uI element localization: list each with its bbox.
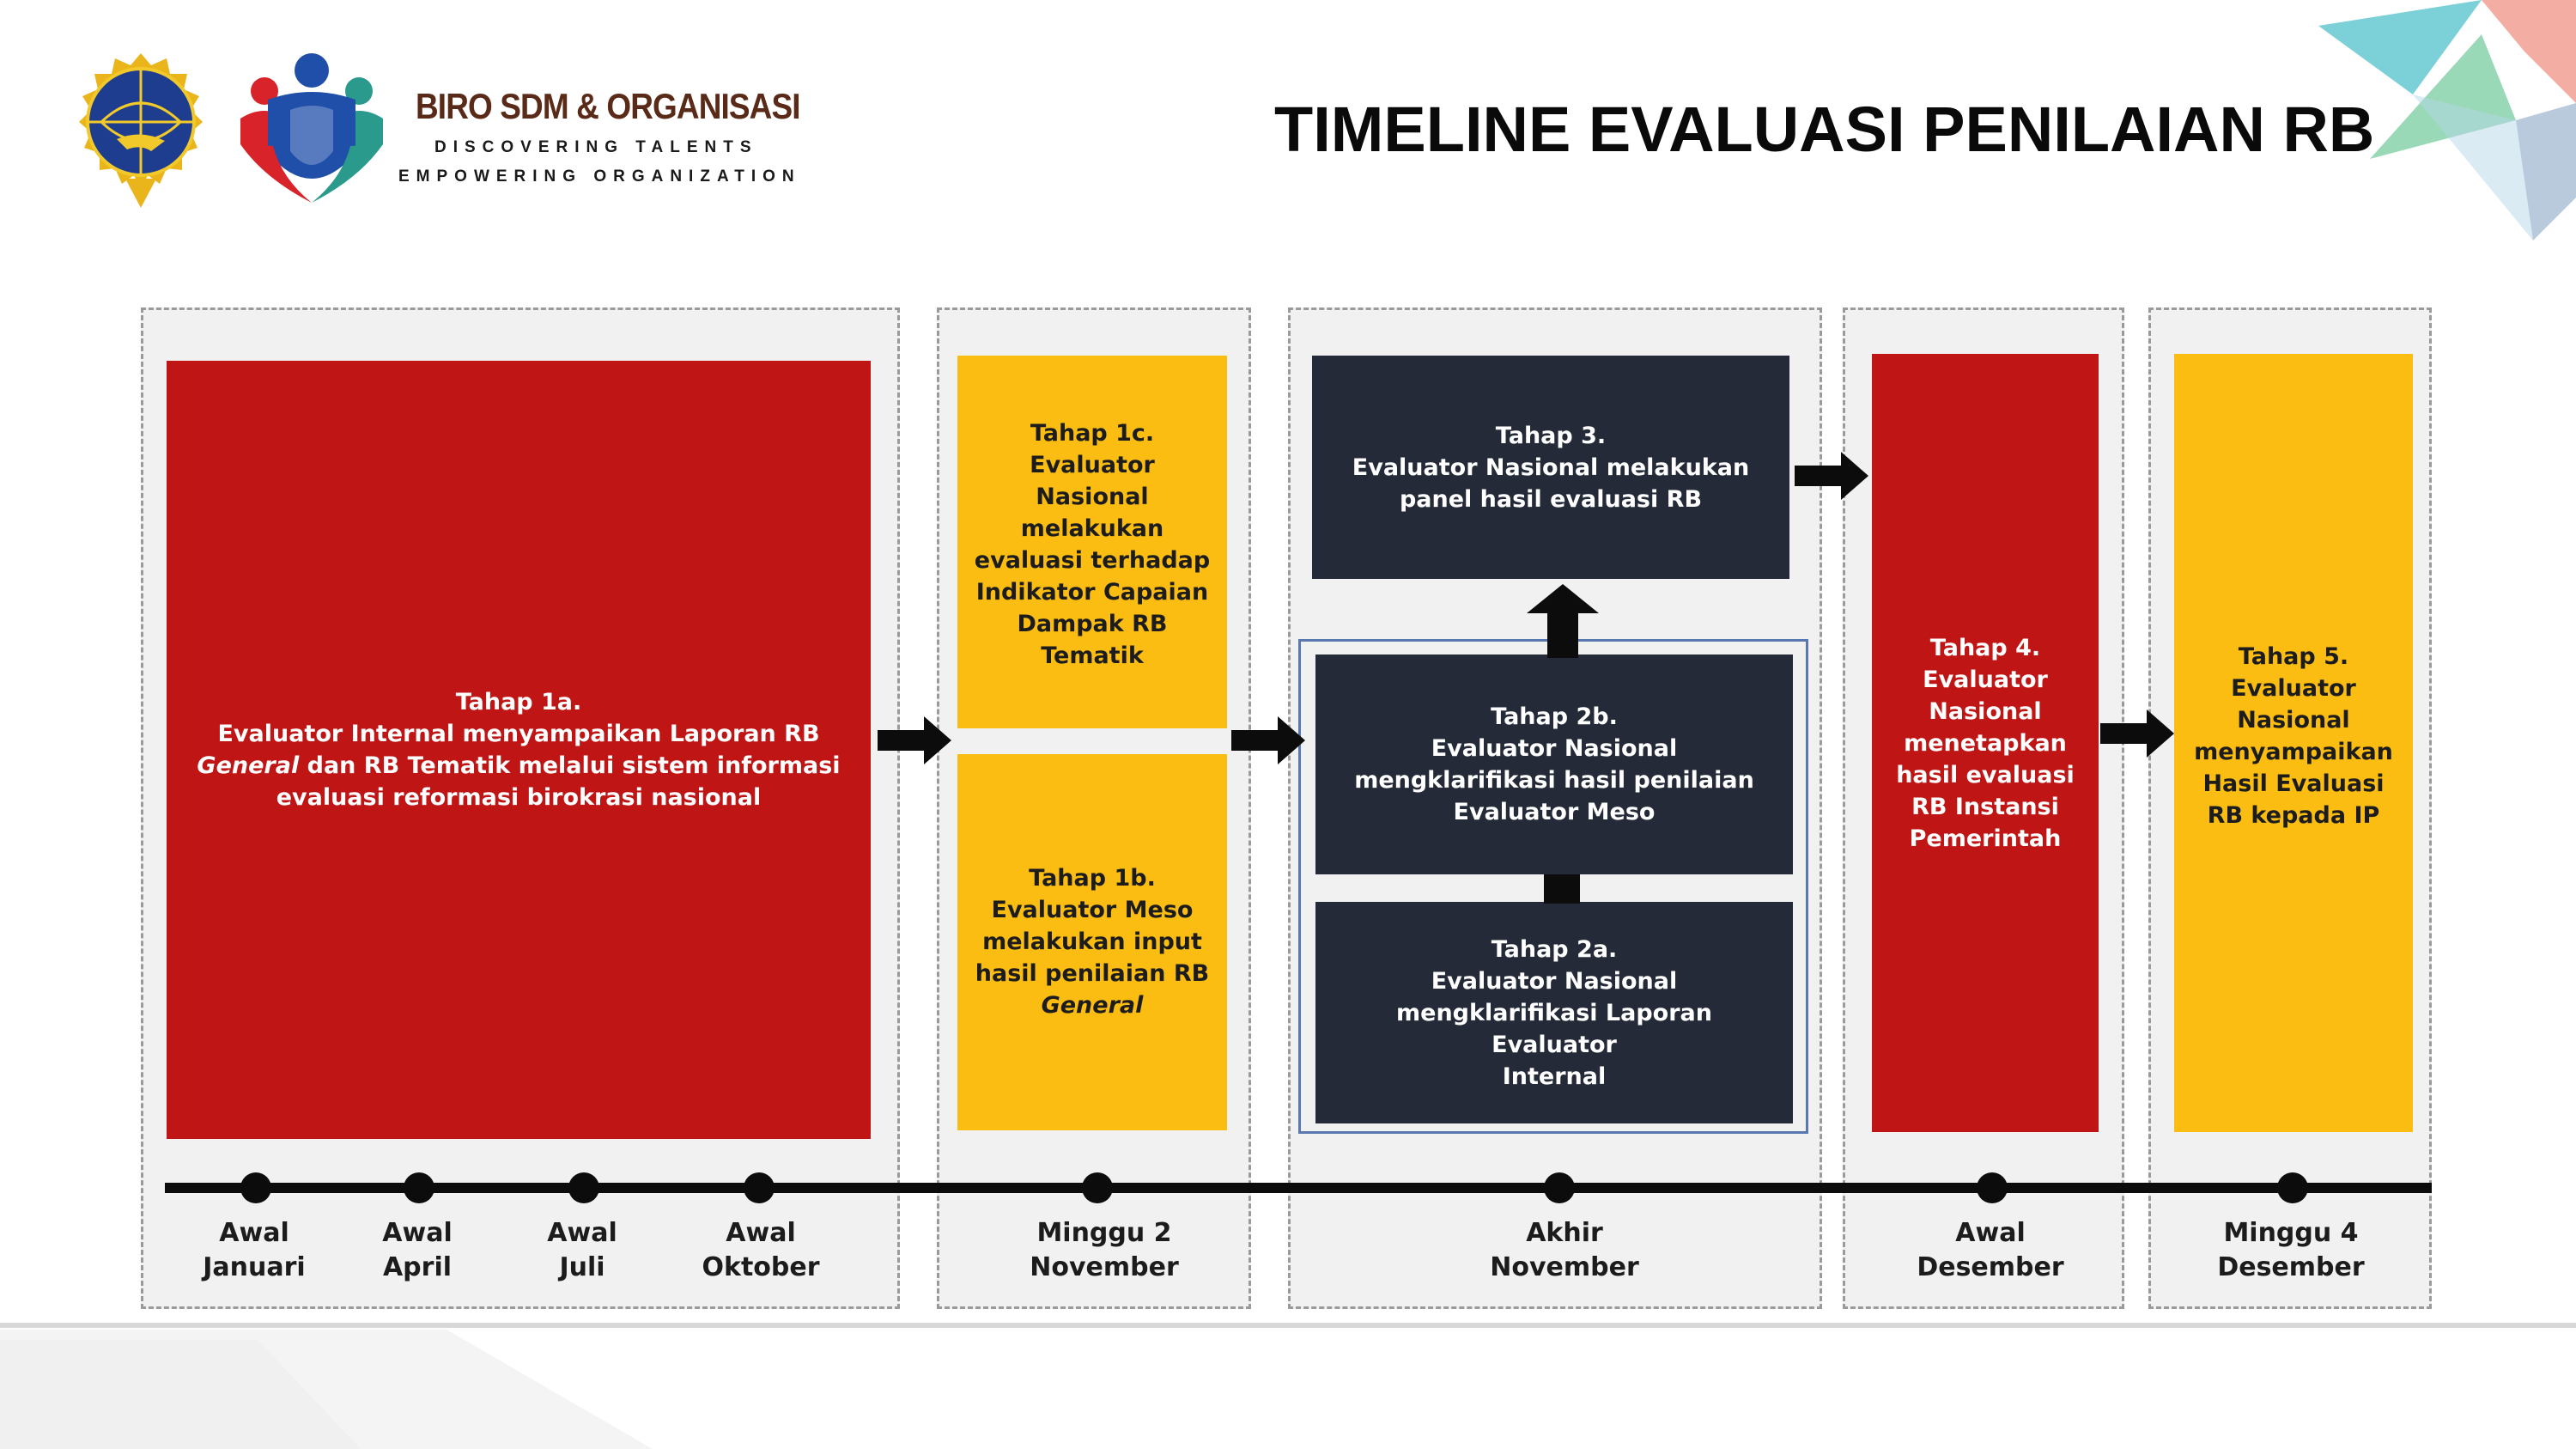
arrow-up-icon — [1527, 584, 1599, 658]
page-title: TIMELINE EVALUASI PENILAIAN RB — [1274, 94, 2375, 165]
stage-1c-heading: Tahap 1c. — [1030, 420, 1155, 447]
stage-2b-heading: Tahap 2b. — [1491, 703, 1618, 730]
timeline-label: Awal Oktober — [702, 1218, 820, 1282]
corner-decoration — [2318, 0, 2576, 240]
timeline-label: Akhir November — [1490, 1218, 1639, 1282]
timeline-marker — [1082, 1172, 1113, 1203]
timeline-label: Awal Januari — [203, 1218, 306, 1282]
timeline-label: Awal April — [382, 1218, 453, 1282]
stage-2a-box: Tahap 2a. Evaluator Nasional mengklarifi… — [1315, 902, 1793, 1123]
stage-1a-line3: evaluasi reformasi birokrasi nasional — [276, 784, 762, 811]
arrow-right-icon — [1231, 716, 1305, 764]
stage-1a-italic-general: General — [197, 752, 300, 779]
people-group-logo — [240, 53, 383, 203]
bottom-decoration — [0, 1323, 2576, 1449]
timeline-axis — [165, 1183, 2432, 1193]
brand-tagline-empowering: EMPOWERING ORGANIZATION — [398, 167, 801, 186]
timeline-label: Minggu 4 Desember — [2217, 1218, 2365, 1282]
stage-4-body: Evaluator Nasional menetapkan hasil eval… — [1896, 666, 2075, 852]
timeline-marker — [744, 1172, 775, 1203]
arrow-right-icon — [1795, 452, 1868, 500]
timeline-marker — [1977, 1172, 2008, 1203]
timeline-marker — [568, 1172, 599, 1203]
timeline-label: Minggu 2 November — [1030, 1218, 1179, 1282]
stage-1a-box: Tahap 1a. Evaluator Internal menyampaika… — [167, 361, 871, 1139]
brand-tagline-discovering: DISCOVERING TALENTS — [434, 138, 758, 156]
stage-2a-heading: Tahap 2a. — [1491, 935, 1618, 963]
stage-1c-body: Evaluator Nasional melakukan evaluasi te… — [974, 452, 1211, 669]
stage-4-box: Tahap 4. Evaluator Nasional menetapkan h… — [1872, 354, 2099, 1132]
connector-bar — [1544, 874, 1580, 904]
stage-2a-body: Evaluator Nasional mengklarifikasi Lapor… — [1396, 967, 1712, 1090]
stage-1a-line1: Evaluator Internal menyampaikan Laporan … — [217, 721, 820, 747]
timeline-marker — [1544, 1172, 1575, 1203]
arrow-right-icon — [878, 716, 951, 764]
stage-5-body: Evaluator Nasional menyampaikan Hasil Ev… — [2194, 675, 2393, 829]
timeline-label: Awal Juli — [547, 1218, 617, 1282]
stage-1a-line2: dan RB Tematik melalui sistem informasi — [299, 752, 841, 779]
stage-1b-body: Evaluator Meso melakukan input hasil pen… — [975, 897, 1210, 987]
stage-4-heading: Tahap 4. — [1929, 634, 2041, 661]
stage-3-body: Evaluator Nasional melakukan panel hasil… — [1352, 454, 1750, 513]
stage-1b-heading: Tahap 1b. — [1029, 865, 1156, 892]
stage-2b-box: Tahap 2b. Evaluator Nasional mengklarifi… — [1315, 654, 1793, 874]
stage-5-heading: Tahap 5. — [2238, 643, 2349, 670]
stage-1b-box: Tahap 1b. Evaluator Meso melakukan input… — [957, 754, 1227, 1130]
stage-3-heading: Tahap 3. — [1495, 422, 1607, 449]
ministry-emblem-logo — [79, 53, 203, 208]
stage-5-box: Tahap 5. Evaluator Nasional menyampaikan… — [2174, 354, 2413, 1132]
timeline-marker — [240, 1172, 271, 1203]
stage-1c-box: Tahap 1c. Evaluator Nasional melakukan e… — [957, 356, 1227, 728]
timeline-marker — [2277, 1172, 2308, 1203]
stage-1b-italic-general: General — [1041, 992, 1144, 1019]
timeline-label: Awal Desember — [1917, 1218, 2064, 1282]
brand-name: BIRO SDM & ORGANISASI — [416, 86, 801, 126]
arrow-right-icon — [2100, 709, 2174, 758]
timeline-marker — [404, 1172, 434, 1203]
stage-3-box: Tahap 3. Evaluator Nasional melakukan pa… — [1312, 356, 1789, 579]
stage-1a-heading: Tahap 1a. — [455, 689, 582, 715]
stage-2b-body: Evaluator Nasional mengklarifikasi hasil… — [1354, 735, 1754, 825]
